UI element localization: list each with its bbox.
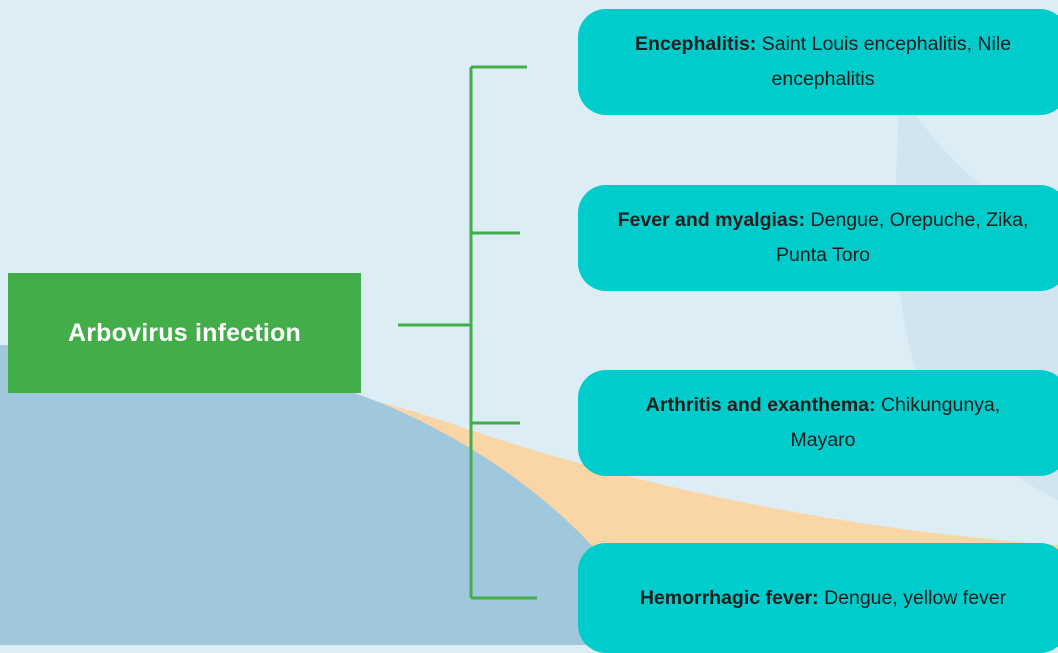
root-node: Arbovirus infection bbox=[8, 273, 361, 393]
branch-arthritis-exanthema: Arthritis and exanthema: Chikungunya, Ma… bbox=[578, 370, 1058, 476]
branch-text: Saint Louis encephalitis, Nile encephali… bbox=[762, 33, 1011, 90]
branch-hemorrhagic-fever: Hemorrhagic fever: Dengue, yellow fever bbox=[578, 543, 1058, 653]
branch-fever-myalgias: Fever and myalgias: Dengue, Orepuche, Zi… bbox=[578, 185, 1058, 291]
branch-heading: Fever and myalgias: bbox=[618, 209, 806, 231]
branch-text: Dengue, Orepuche, Zika, Punta Toro bbox=[776, 209, 1028, 266]
branch-encephalitis: Encephalitis: Saint Louis encephalitis, … bbox=[578, 9, 1058, 115]
root-label: Arbovirus infection bbox=[68, 319, 301, 348]
branch-heading: Arthritis and exanthema: bbox=[646, 394, 876, 416]
branch-text: Dengue, yellow fever bbox=[824, 587, 1006, 609]
branch-heading: Encephalitis: bbox=[635, 33, 756, 55]
branch-heading: Hemorrhagic fever: bbox=[640, 587, 819, 609]
